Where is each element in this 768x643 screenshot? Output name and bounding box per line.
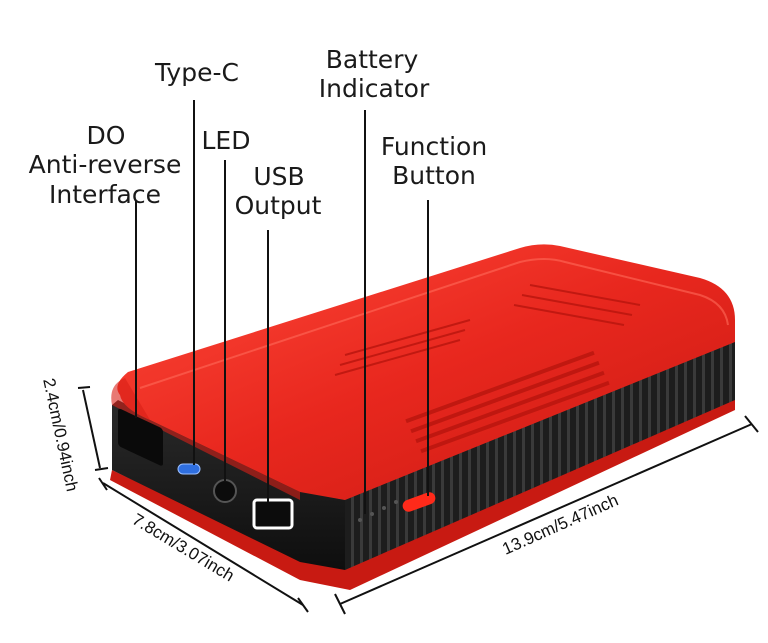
front-left-shell [111,378,300,500]
type-c-label: Type-C [155,58,239,87]
dimension-lines [77,386,759,615]
led-light-icon [213,479,237,503]
do-port-icon [118,408,163,466]
usb-label-line1: USB [253,162,305,191]
type-c-port-icon [177,463,201,475]
usb-port-icon [252,498,294,530]
right-ribbed-side [340,340,735,570]
battery-indicator-dots-icon [358,500,398,522]
led-label: LED [201,126,251,155]
do-label-line2: Anti-reverse [28,150,182,179]
top-shell [117,244,736,500]
function-label-line2: Button [392,161,476,190]
function-button-icon[interactable] [401,491,437,514]
top-grooves [334,284,641,376]
leader-lines [135,100,429,514]
grip-dots [405,350,610,454]
do-label-line3: Interface [49,180,161,209]
bottom-shell [110,395,735,590]
do-label-line1: DO [86,121,126,150]
usb-label-line2: Output [234,191,322,220]
function-label-line1: Function [380,132,488,161]
battery-label-line2: Indicator [318,74,430,103]
top-ridge [139,258,729,389]
battery-label-line1: Battery [325,45,419,74]
